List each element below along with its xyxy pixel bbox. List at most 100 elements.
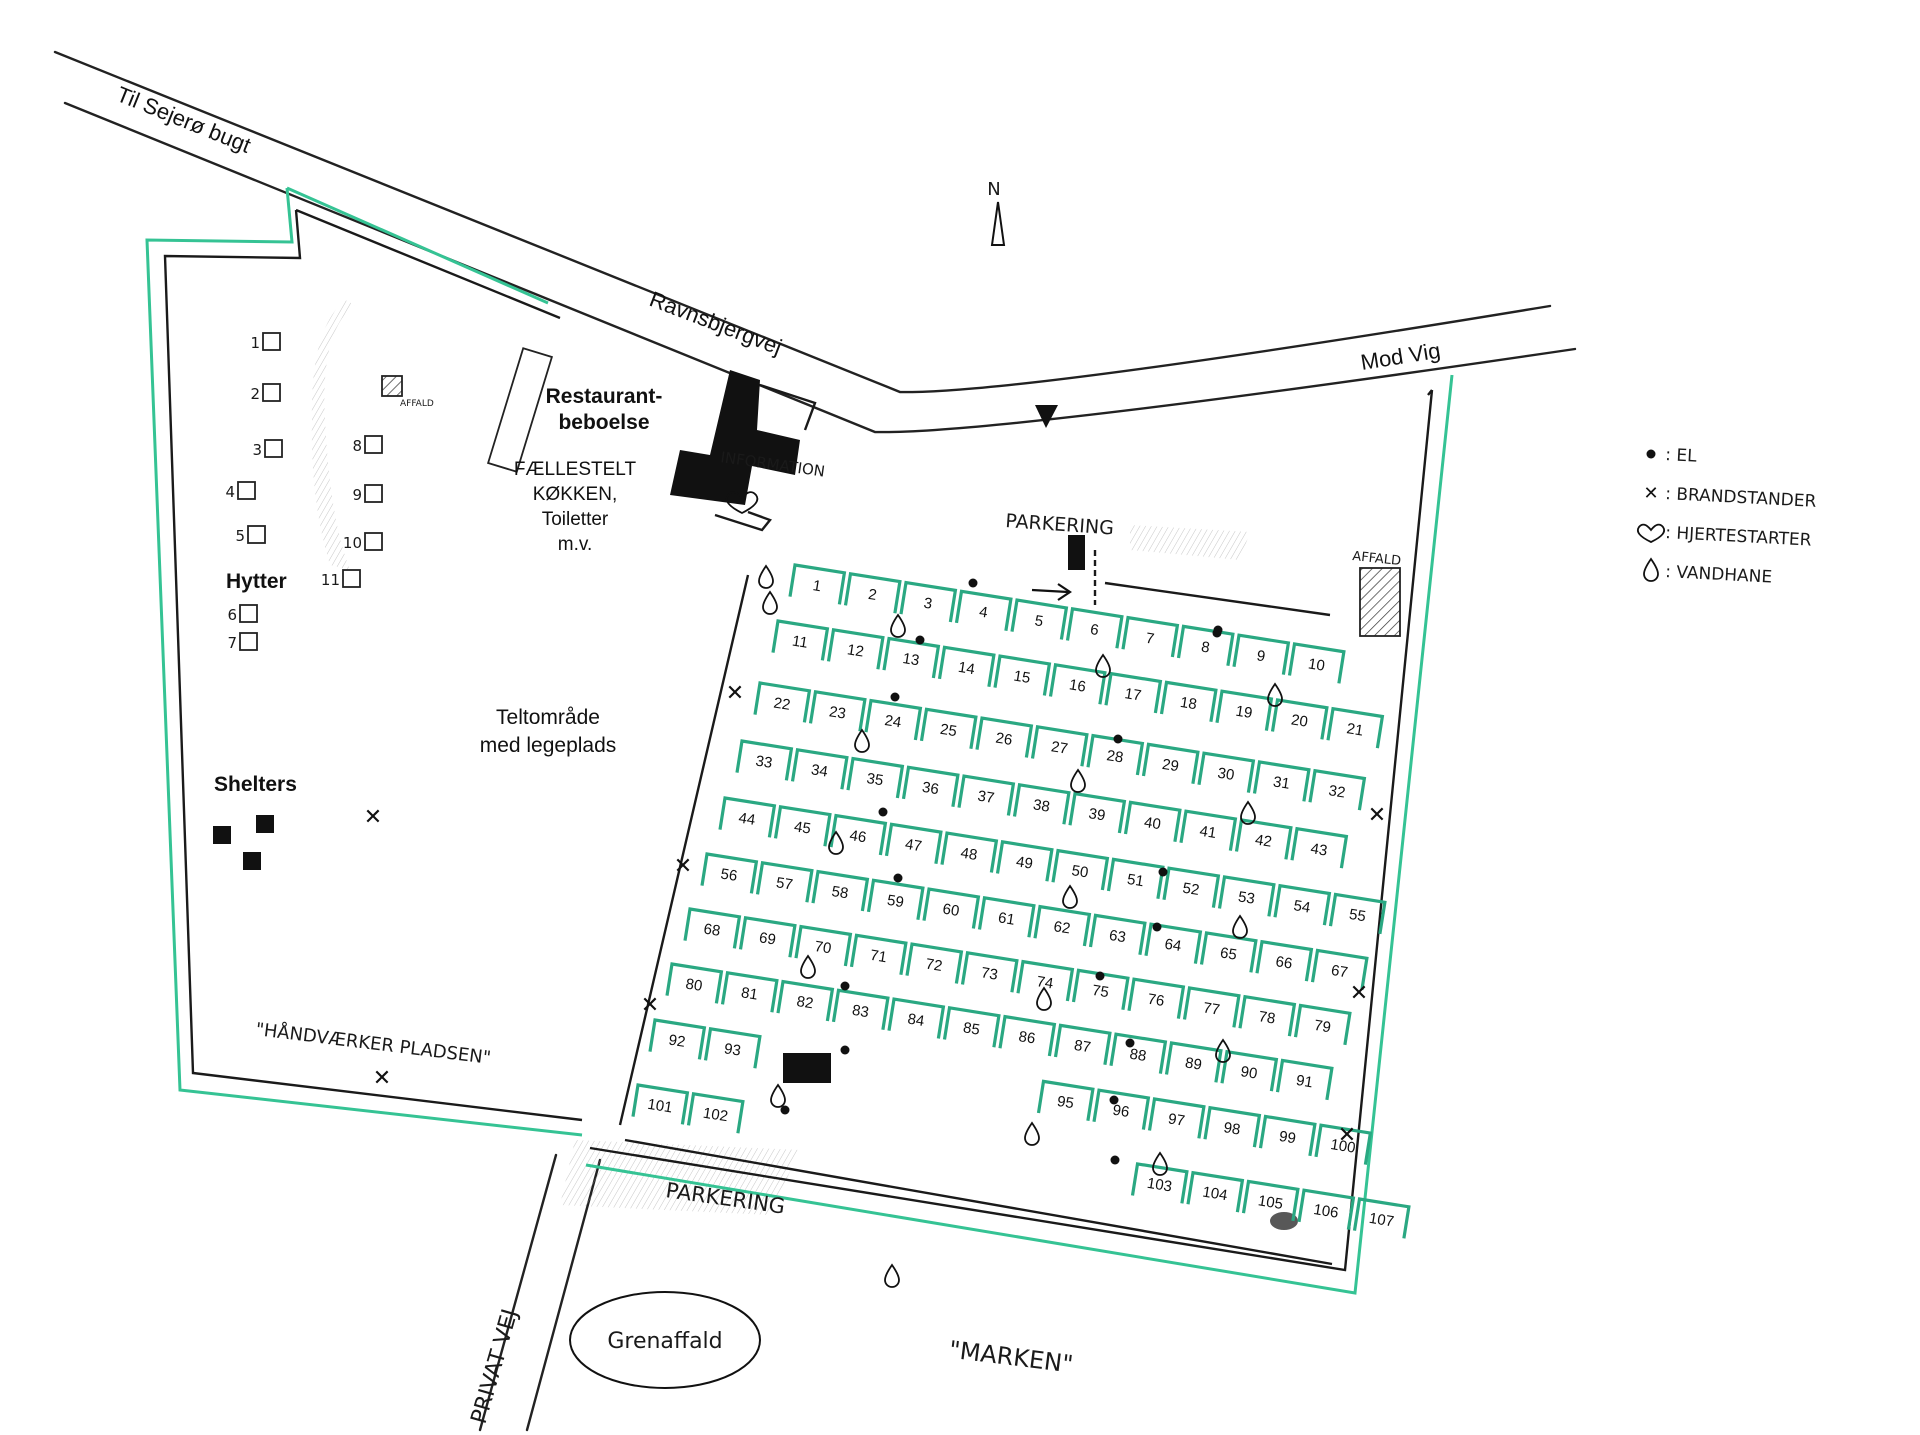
camping-plot: 14	[937, 645, 996, 687]
cabin-number: 5	[235, 527, 245, 545]
cabin-number: 7	[227, 634, 237, 652]
power-outlet-icon	[878, 807, 888, 817]
plot-outline	[1053, 1023, 1112, 1066]
camping-plot: 53	[1217, 875, 1276, 917]
legend-text: : EL	[1665, 445, 1698, 467]
power-outlet-icon	[915, 635, 925, 645]
cabin: 7	[227, 632, 258, 652]
camping-plot: 3	[899, 580, 958, 623]
water-tap-icon	[758, 564, 774, 589]
plot-number: 102	[702, 1105, 729, 1126]
plot-outline	[1308, 768, 1367, 811]
power-outlet-icon	[890, 692, 900, 702]
plot-outline	[1092, 1088, 1151, 1130]
plot-number: 35	[865, 770, 884, 789]
plot-number: 43	[1309, 840, 1328, 859]
plot-outline	[1215, 689, 1274, 731]
plot-outline	[1144, 922, 1203, 964]
camping-plot: 60	[922, 887, 981, 929]
power-outlet-icon	[1113, 734, 1123, 744]
plot-number: 79	[1313, 1017, 1332, 1036]
camping-plot: 1	[788, 563, 847, 605]
camping-plot: 23	[808, 689, 867, 732]
plot-outline	[1106, 857, 1165, 900]
camping-plot: 101	[631, 1083, 690, 1125]
plot-outline	[753, 681, 812, 723]
camping-plot: 40	[1123, 800, 1182, 843]
plot-number: 87	[1073, 1037, 1092, 1056]
legend-item: ✕: BRANDSTANDER	[1643, 483, 1817, 512]
camping-plot: 96	[1092, 1088, 1151, 1130]
label-waste-right: AFFALD	[1352, 549, 1402, 569]
water-tap-icon	[884, 1263, 900, 1288]
plot-outline	[1141, 742, 1200, 785]
plot-number: 29	[1161, 756, 1180, 775]
plot-outline	[940, 831, 999, 873]
camping-plot: 92	[648, 1018, 707, 1060]
plot-outline	[843, 571, 902, 614]
camping-plot: 6	[1065, 607, 1124, 649]
camping-plot: 41	[1179, 809, 1238, 851]
plot-outline	[686, 1091, 745, 1134]
plot-outline	[1287, 642, 1346, 684]
cabin: 1	[250, 332, 281, 352]
plot-outline	[1197, 751, 1256, 793]
plot-number: 92	[667, 1031, 686, 1050]
plot-outline	[846, 756, 905, 799]
label-garden-waste: Grenaffald	[607, 1329, 722, 1354]
camping-plot: 32	[1308, 768, 1367, 811]
garden-waste: Grenaffald	[569, 1291, 761, 1389]
plot-outline	[1258, 1114, 1317, 1157]
camping-plot: 65	[1199, 931, 1258, 973]
camping-plot: 4	[954, 589, 1013, 631]
camping-plot: 68	[683, 907, 742, 949]
cabin-number: 8	[352, 437, 362, 455]
plot-outline	[995, 840, 1054, 882]
water-tap-icon	[1036, 986, 1052, 1011]
plot-number: 37	[976, 788, 995, 807]
plot-outline	[1088, 913, 1147, 956]
cabin: 6	[227, 604, 258, 624]
camping-plot: 70	[794, 924, 853, 967]
plot-number: 39	[1087, 805, 1106, 824]
plot-outline	[703, 1026, 762, 1069]
power-outlet-icon	[1095, 971, 1105, 981]
camping-plot: 24	[864, 698, 923, 741]
plot-outline	[631, 1083, 690, 1125]
camping-plot: 89	[1164, 1041, 1223, 1083]
plot-number: 58	[830, 883, 849, 902]
legend-item: : VANDHANE	[1643, 557, 1773, 588]
plot-outline	[773, 804, 832, 847]
plot-outline	[1127, 977, 1186, 1019]
plot-outline	[1016, 959, 1075, 1002]
cabin-box	[262, 383, 281, 402]
cabin-box	[239, 632, 258, 651]
camping-plot: 9	[1232, 633, 1291, 675]
cabin: 10	[343, 532, 383, 552]
plot-number: 20	[1290, 711, 1309, 730]
plot-outline	[1159, 680, 1218, 723]
cabin-number: 6	[227, 606, 237, 624]
plot-number: 107	[1368, 1210, 1395, 1231]
camping-plot: 106	[1297, 1188, 1356, 1230]
plot-number: 68	[702, 920, 721, 939]
plot-outline	[1130, 1162, 1189, 1204]
plot-number: 3	[923, 595, 934, 613]
water-tap-icon	[828, 830, 844, 855]
label-shelters: Shelters	[214, 773, 297, 796]
plot-number: 65	[1219, 944, 1238, 963]
plot-outline	[755, 860, 814, 903]
camping-plot: 56	[700, 852, 759, 894]
cabin-box	[262, 332, 281, 351]
plot-number: 106	[1312, 1201, 1339, 1222]
plot-outline	[1232, 633, 1291, 675]
plot-outline	[1051, 848, 1110, 891]
plot-outline	[1164, 1041, 1223, 1083]
camping-plot: 55	[1328, 892, 1387, 935]
plot-number: 13	[901, 650, 920, 669]
plot-outline	[1275, 1058, 1334, 1101]
plot-outline	[960, 951, 1019, 993]
plot-number: 74	[1035, 973, 1054, 992]
